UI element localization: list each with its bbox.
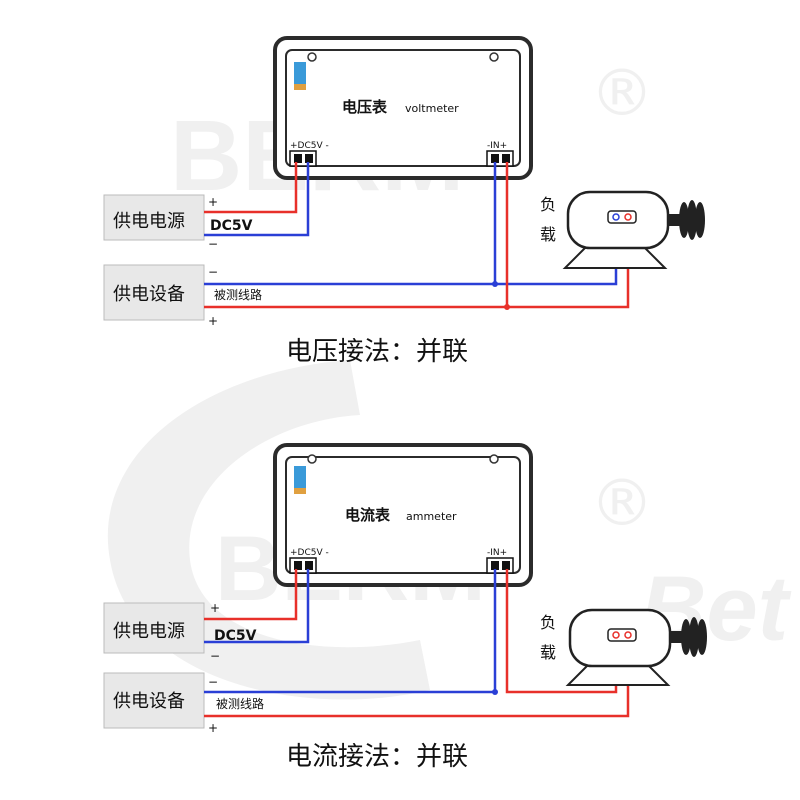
load-label-2: 载 bbox=[540, 643, 556, 662]
junction-dot bbox=[492, 689, 498, 695]
terminal-pin bbox=[491, 154, 499, 163]
motor-pin bbox=[612, 213, 620, 221]
meter-inner-frame bbox=[285, 456, 521, 574]
terminal-pin bbox=[294, 561, 302, 570]
motor-base bbox=[562, 247, 668, 269]
motor-pin bbox=[624, 213, 632, 221]
motor-base bbox=[565, 664, 671, 686]
junction-dot bbox=[492, 281, 498, 287]
terminal-pin bbox=[491, 561, 499, 570]
plus-sign: + bbox=[208, 721, 218, 735]
power-supply-box bbox=[103, 602, 205, 654]
terminal-pin bbox=[502, 154, 510, 163]
meter-name-en: ammeter bbox=[406, 510, 457, 523]
meter-name-cn: 电流表 bbox=[345, 506, 391, 524]
motor-pin bbox=[624, 631, 632, 639]
screw-icon bbox=[489, 52, 499, 62]
terminal-pin bbox=[294, 154, 302, 163]
red-wire bbox=[204, 162, 298, 214]
screw-icon bbox=[489, 454, 499, 464]
ammeter-diagram: 电流表 ammeter +DC5V - -IN+ 供电电源 + − DC5V 供… bbox=[103, 443, 707, 772]
meter-name-en: voltmeter bbox=[405, 102, 459, 115]
registered-icon: ® bbox=[590, 57, 654, 131]
terminal-pin bbox=[305, 154, 313, 163]
device-label: 供电设备 bbox=[113, 691, 185, 712]
measured-line-label: 被测线路 bbox=[216, 696, 264, 711]
dc-terminal-label: +DC5V - bbox=[290, 548, 329, 558]
dc5v-label: DC5V bbox=[214, 628, 257, 644]
motor-icon bbox=[565, 608, 707, 686]
pulley-ring bbox=[695, 202, 705, 238]
load-label-1: 负 bbox=[540, 613, 556, 632]
meter-indicator-band bbox=[294, 488, 306, 494]
current-caption: 电流接法：并联 bbox=[286, 742, 468, 772]
motor-shaft bbox=[670, 631, 682, 643]
dc-terminal-label: +DC5V - bbox=[290, 141, 329, 151]
pulley-icon bbox=[681, 617, 707, 657]
device-box bbox=[103, 264, 205, 321]
plus-sign: + bbox=[208, 195, 218, 209]
terminal-pin bbox=[305, 561, 313, 570]
screw-icon bbox=[307, 454, 317, 464]
power-supply-label: 供电电源 bbox=[113, 621, 185, 642]
voltage-caption: 电压接法：并联 bbox=[286, 337, 468, 367]
load-label-1: 负 bbox=[540, 195, 556, 214]
load-label-2: 载 bbox=[540, 225, 556, 244]
power-supply-box bbox=[103, 194, 205, 241]
screw-icon bbox=[307, 52, 317, 62]
pulley-ring bbox=[697, 619, 707, 655]
plus-sign: + bbox=[210, 601, 220, 615]
minus-sign: − bbox=[208, 237, 218, 251]
minus-sign: − bbox=[210, 649, 220, 663]
blue-wire bbox=[204, 569, 310, 644]
motor-pin bbox=[612, 631, 620, 639]
pulley-ring bbox=[689, 617, 699, 657]
meter-inner-frame bbox=[285, 49, 521, 167]
dc5v-label: DC5V bbox=[210, 218, 253, 234]
pulley-icon bbox=[679, 200, 705, 240]
in-terminal-label: -IN+ bbox=[487, 548, 507, 558]
motor-icon bbox=[562, 190, 705, 269]
motor-shaft bbox=[668, 214, 680, 226]
power-supply-label: 供电电源 bbox=[113, 211, 185, 232]
terminal-pin bbox=[502, 561, 510, 570]
pulley-ring bbox=[687, 200, 697, 240]
junction-dot bbox=[504, 304, 510, 310]
red-wire bbox=[204, 569, 298, 621]
meter-indicator bbox=[294, 62, 306, 90]
plus-sign: + bbox=[208, 314, 218, 328]
pulley-ring bbox=[681, 619, 691, 655]
in-terminal-label: -IN+ bbox=[487, 141, 507, 151]
pulley-ring bbox=[679, 202, 689, 238]
meter-name-cn: 电压表 bbox=[342, 98, 388, 116]
blue-wire bbox=[204, 162, 310, 237]
meter-indicator bbox=[294, 466, 306, 494]
minus-sign: − bbox=[208, 265, 218, 279]
device-box bbox=[103, 672, 205, 729]
registered-icon: ® bbox=[590, 467, 654, 541]
meter-indicator-band bbox=[294, 84, 306, 90]
minus-sign: − bbox=[208, 675, 218, 689]
device-label: 供电设备 bbox=[113, 284, 185, 305]
measured-line-label: 被测线路 bbox=[214, 287, 262, 302]
motor-terminal bbox=[607, 210, 637, 224]
voltmeter-diagram: 电压表 voltmeter +DC5V - -IN+ 供电电源 + − DC5V… bbox=[103, 36, 705, 367]
motor-terminal bbox=[607, 628, 637, 642]
